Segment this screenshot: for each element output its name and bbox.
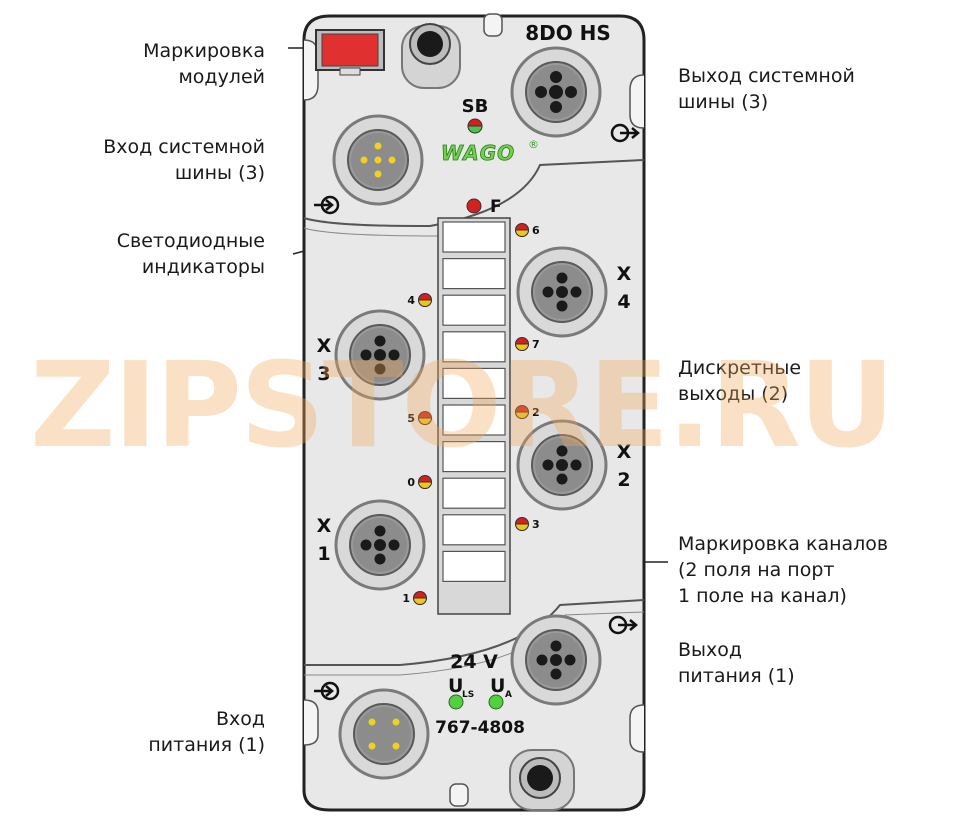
- channel-marking-field: [442, 514, 506, 546]
- module-marking-holder: [315, 29, 385, 76]
- channel-led-4: 4: [407, 293, 433, 307]
- port-x2-connector: [516, 419, 608, 511]
- port-x1-connector: [334, 499, 426, 591]
- channel-led-label: 4: [407, 294, 415, 307]
- port-x2-label-x: X: [617, 441, 632, 463]
- power-in-connector: [338, 688, 430, 780]
- channel-led-label: 1: [402, 592, 410, 605]
- channel-led-label: 3: [532, 518, 540, 531]
- uls-led: [448, 694, 464, 710]
- bottom-screw: [509, 749, 575, 811]
- part-number: 767-4808: [435, 718, 525, 738]
- port-x3-connector: [334, 309, 426, 401]
- channel-led-5: 5: [407, 411, 433, 425]
- model-text: 8DO HS: [525, 21, 611, 45]
- voltage-label: 24 V: [450, 651, 498, 673]
- power-in-arrow-icon: [314, 681, 340, 701]
- uls-label: U: [448, 675, 463, 697]
- channel-marking-field: [442, 331, 506, 363]
- port-x4-label-x: X: [617, 263, 632, 285]
- channel-led-2: 2: [514, 405, 540, 419]
- channel-marking-field: [442, 294, 506, 326]
- port-x2-label-num: 2: [617, 469, 630, 491]
- f-led: [466, 198, 482, 214]
- channel-marking-field: [442, 367, 506, 399]
- channel-marking-field: [442, 221, 506, 253]
- channel-led-3: 3: [514, 517, 540, 531]
- channel-led-0: 0: [407, 475, 433, 489]
- channel-marking-field: [442, 550, 506, 583]
- wago-logo: WAGO ®: [440, 138, 539, 165]
- f-label: F: [490, 197, 502, 217]
- sb-label: SB: [462, 96, 489, 117]
- power-out-arrow-icon: [608, 615, 638, 635]
- ua-label: U: [490, 675, 505, 697]
- bus-out-arrow-icon: [610, 123, 640, 143]
- channel-marking-field: [442, 441, 506, 473]
- channel-led-7: 7: [514, 337, 540, 351]
- channel-led-label: 0: [407, 476, 415, 489]
- channel-marking-field: [442, 477, 506, 509]
- port-x3-label-num: 3: [317, 363, 330, 385]
- bus-in-connector: [332, 114, 424, 206]
- ua-led: [488, 694, 504, 710]
- channel-led-6: 6: [514, 223, 540, 237]
- bus-out-connector: [510, 46, 602, 138]
- port-x4-label-num: 4: [617, 291, 630, 313]
- channel-leds: 6 4 7 5 2 0 3 1: [402, 223, 540, 605]
- channel-led-label: 2: [532, 406, 540, 419]
- channel-marking-strip: [437, 217, 511, 615]
- top-screw: [401, 23, 461, 89]
- channel-led-label: 7: [532, 338, 540, 351]
- port-x1-label-num: 1: [317, 543, 330, 565]
- channel-marking-field: [442, 404, 506, 436]
- svg-text:®: ®: [528, 138, 539, 151]
- port-x4-connector: [516, 246, 608, 338]
- sb-led: [467, 118, 483, 134]
- ua-sub-label: A: [505, 690, 512, 700]
- power-out-connector: [510, 614, 602, 706]
- bus-in-arrow-icon: [314, 195, 340, 215]
- port-x3-label-x: X: [317, 335, 332, 357]
- svg-text:WAGO: WAGO: [441, 141, 515, 165]
- channel-led-1: 1: [402, 591, 428, 605]
- uls-sub-label: LS: [462, 690, 474, 700]
- channel-led-label: 6: [532, 224, 540, 237]
- port-x1-label-x: X: [317, 515, 332, 537]
- channel-marking-field: [442, 258, 506, 290]
- channel-led-label: 5: [407, 412, 415, 425]
